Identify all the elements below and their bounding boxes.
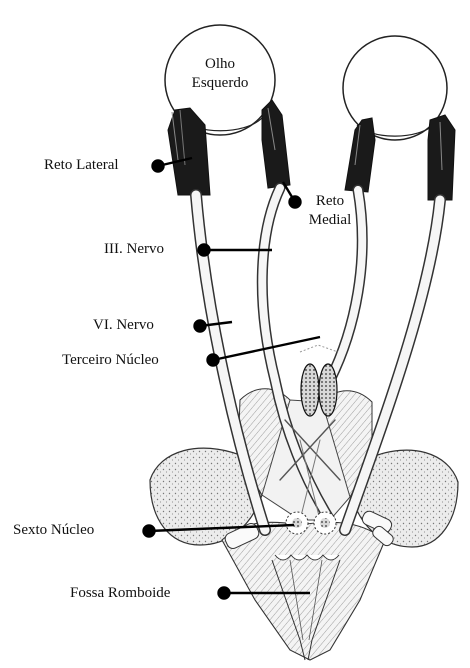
dot-reto-medial [290, 197, 301, 208]
label-fossa-romboide: Fossa Romboide [70, 584, 170, 603]
label-reto-medial: Reto Medial [300, 192, 360, 230]
right-medial-rectus [345, 118, 375, 192]
dot-iii-nervo [199, 245, 210, 256]
label-medial-line2: Medial [300, 211, 360, 230]
dot-fossa-romboide [219, 588, 230, 599]
label-reto-lateral: Reto Lateral [44, 156, 119, 175]
left-medial-rectus [262, 100, 290, 188]
dot-sexto-nucleo [144, 526, 155, 537]
label-olho-line1: Olho [188, 55, 252, 74]
dot-vi-nervo [195, 321, 206, 332]
dot-terceiro-nucleo [208, 355, 219, 366]
dot-reto-lateral [153, 161, 164, 172]
label-esquerdo-line2: Esquerdo [188, 74, 252, 93]
label-reto-line1: Reto [300, 192, 360, 211]
label-terceiro-nucleo: Terceiro Núcleo [62, 351, 159, 370]
label-iii-nervo: III. Nervo [104, 240, 164, 259]
label-olho-esquerdo: Olho Esquerdo [188, 55, 252, 93]
label-vi-nervo: VI. Nervo [93, 316, 154, 335]
label-sexto-nucleo: Sexto Núcleo [13, 521, 94, 540]
